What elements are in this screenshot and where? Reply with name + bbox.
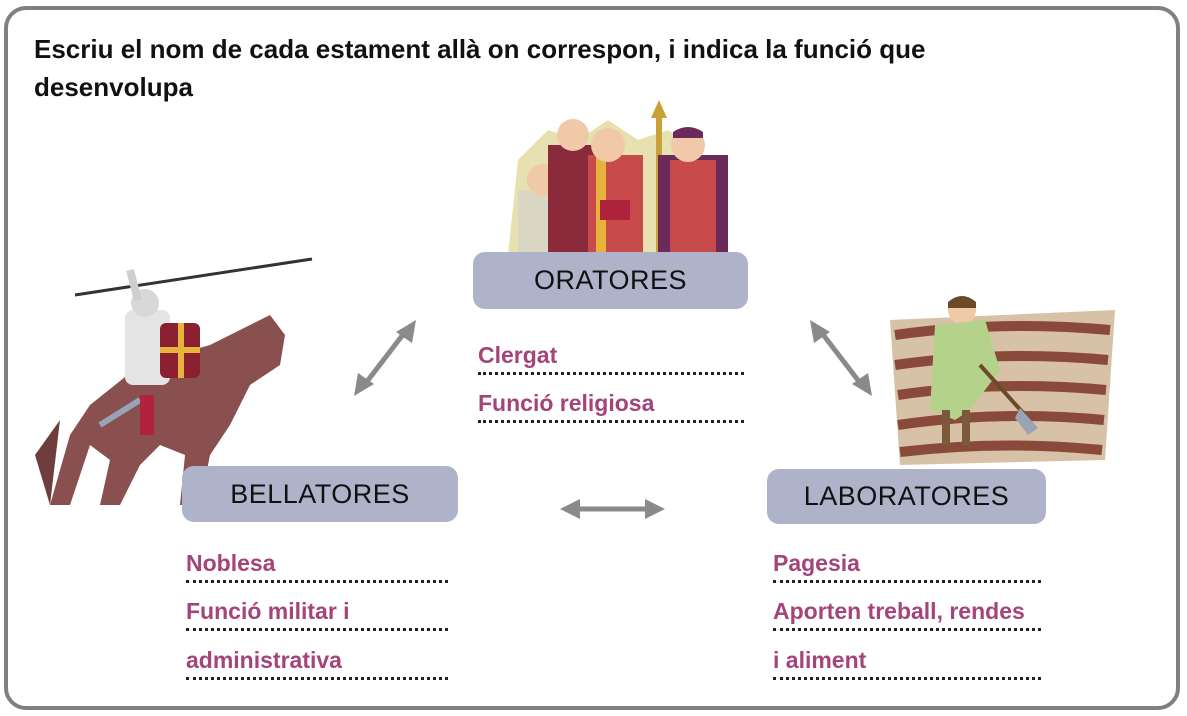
instruction-text: Escriu el nom de cada estament allà on c… xyxy=(34,34,926,102)
answer-bellatores-2: Funció militar i xyxy=(186,598,448,631)
knight-illustration xyxy=(35,257,313,505)
peasant-illustration xyxy=(890,296,1115,465)
label-laboratores: LABORATORES xyxy=(767,469,1046,524)
answer-laboratores-1: Pagesia xyxy=(773,550,1041,583)
label-bellatores: BELLATORES xyxy=(182,466,458,522)
answer-laboratores-2: Aporten treball, rendes xyxy=(773,598,1041,631)
label-oratores: ORATORES xyxy=(473,252,748,309)
double-arrow-icon xyxy=(560,499,665,519)
clergy-illustration xyxy=(508,100,728,255)
double-arrow-icon xyxy=(354,320,416,396)
answer-bellatores-1: Noblesa xyxy=(186,550,448,583)
answer-bellatores-3: administrativa xyxy=(186,647,448,680)
double-arrow-icon xyxy=(810,320,872,396)
answer-oratores-2: Funció religiosa xyxy=(478,390,744,423)
answer-oratores-1: Clergat xyxy=(478,342,744,375)
answer-laboratores-3: i aliment xyxy=(773,647,1041,680)
